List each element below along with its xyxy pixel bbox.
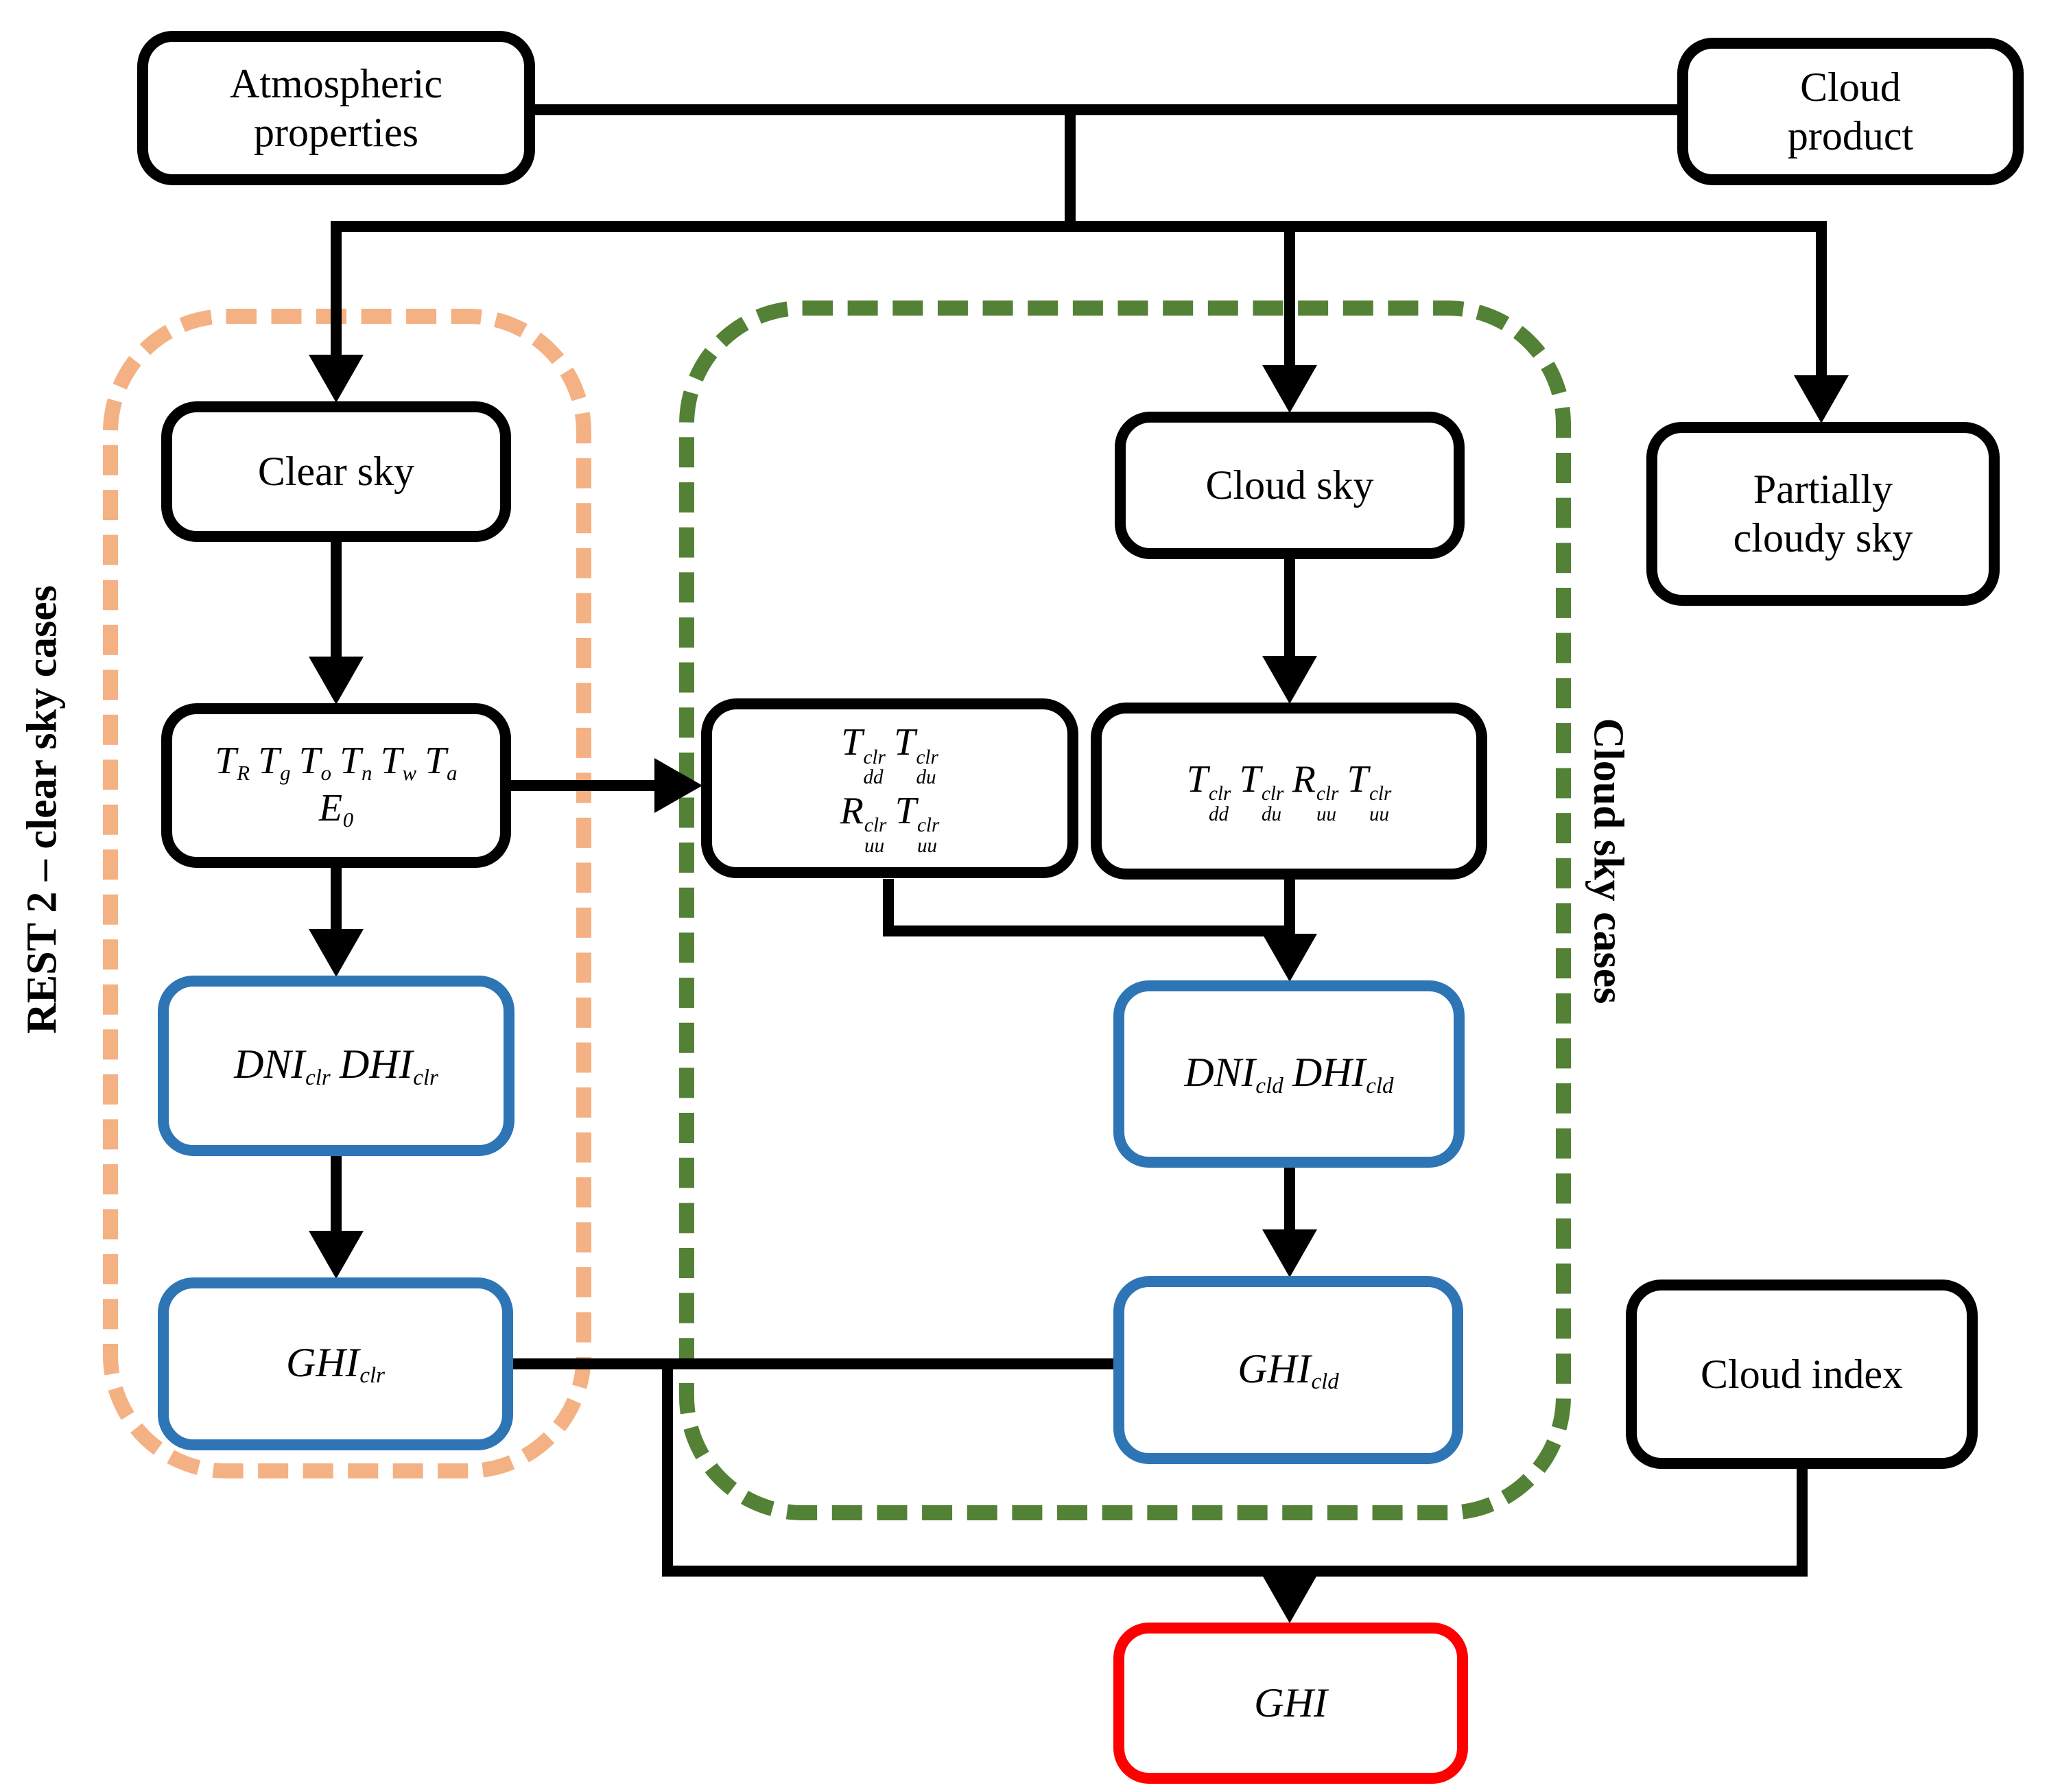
arrowhead-into-clear-sky [309,355,364,403]
connector-transmittance-stack-down [883,879,894,936]
arrowhead-into-ghi-cld [1262,1229,1317,1277]
node-clear-sky: Clear sky [161,401,511,542]
node-ghi-clr: GHIclr [158,1277,513,1450]
connector-to-clear-sky [331,226,342,360]
node-ghi-final: GHI [1113,1623,1468,1784]
connector-ghi-clr-to-ghi-cld [513,1358,1113,1369]
connector-top-bus [532,104,1681,115]
connector-cloud-index-down [1797,1465,1808,1571]
region-cloud-sky-cases [679,300,1571,1520]
connector-dni-clr-to-ghi-clr [331,1156,342,1234]
connector-to-partially-cloudy [1816,226,1827,378]
connector-transmittance-elbow [883,926,1295,936]
arrowhead-into-ghi-clr [309,1231,364,1279]
node-ghi-cld: GHIcld [1113,1276,1463,1464]
connector-clear-sky-to-params [331,542,342,660]
connector-dni-cld-to-ghi-cld [1284,1168,1295,1232]
arrowhead-into-dni-cld [1262,934,1317,982]
arrowhead-into-ghi [1262,1575,1317,1623]
connector-second-bus [331,221,1827,232]
label-rest2-clear-sky-cases: REST 2 – clear sky cases [19,585,66,1034]
node-cloud-sky: Cloud sky [1115,412,1465,559]
arrowhead-into-partially-cloudy [1794,375,1849,423]
label-cloud-sky-cases: Cloud sky cases [1585,718,1632,1004]
node-atmospheric-properties: Atmospheric properties [137,31,535,185]
arrowhead-into-transmittance [654,758,702,813]
arrowhead-into-params [309,657,364,705]
connector-cloud-sky-to-transmittance [1284,559,1295,659]
region-rest2-clear-sky [103,309,591,1478]
connector-to-cloud-sky [1284,226,1295,368]
node-cloud-index: Cloud index [1626,1280,1978,1469]
arrowhead-into-cloud-sky [1262,365,1317,413]
arrowhead-into-dni-clr [309,929,364,977]
connector-top-junction-drop [1065,110,1076,232]
connector-bottom-collector [662,1566,1808,1577]
node-cloud-product: Cloud product [1677,38,2024,185]
connector-params-to-transmittance [511,780,657,791]
connector-params-to-dni-clr [331,868,342,932]
node-partially-cloudy-sky: Partially cloudy sky [1646,422,2000,606]
connector-ghi-link-drop [662,1364,673,1571]
connector-transmittance-to-dni-cld [1284,880,1295,936]
arrowhead-into-transmittance-row [1262,656,1317,704]
